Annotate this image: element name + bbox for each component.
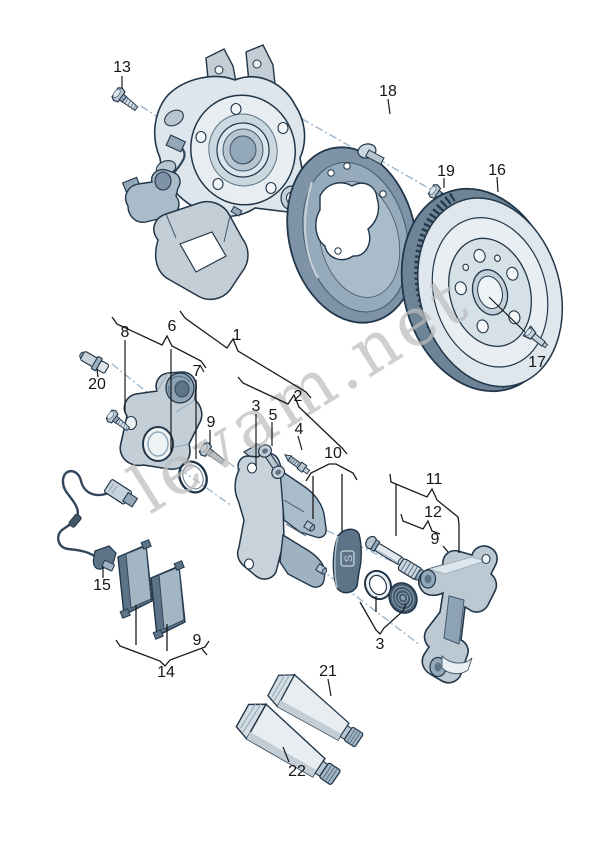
callout-10[interactable]: 10: [324, 445, 342, 462]
callout-18[interactable]: 18: [379, 83, 397, 100]
callout-19[interactable]: 19: [437, 163, 455, 180]
callout-11[interactable]: 11: [426, 471, 443, 488]
callout-2[interactable]: 2: [294, 388, 303, 405]
callout-21[interactable]: 21: [319, 663, 337, 680]
guide-pin-sleeve: [397, 558, 424, 581]
brake-disc: [400, 187, 564, 393]
seal-ring: [364, 569, 392, 601]
callout-13[interactable]: 13: [113, 59, 131, 76]
splash-shield: [286, 143, 418, 324]
plug-20: [79, 351, 110, 374]
disc-screw-17: [522, 325, 549, 349]
o-ring-seal: [178, 460, 208, 494]
callout-1[interactable]: 1: [233, 327, 242, 344]
callout-pointer-lines: [96, 76, 499, 763]
heat-shield-plate: S: [332, 528, 362, 594]
callout-12[interactable]: 12: [424, 504, 442, 521]
callout-7[interactable]: 7: [193, 363, 202, 380]
callout-6[interactable]: 6: [168, 318, 177, 335]
seal-cap: [388, 582, 418, 614]
callout-3a[interactable]: 3: [252, 398, 261, 415]
caliper-carrier: [418, 545, 498, 684]
heat-shield-stamp: S: [343, 555, 355, 562]
callout-15[interactable]: 15: [93, 577, 111, 594]
callout-14[interactable]: 14: [157, 664, 175, 681]
callout-9a[interactable]: 9: [207, 414, 216, 431]
epb-actuator-motor: [119, 371, 203, 470]
wheel-hub-knuckle: [121, 44, 307, 218]
caliper-assembled-view: [124, 134, 249, 301]
brake-pad-inner: [117, 539, 153, 619]
callout-3b[interactable]: 3: [376, 636, 385, 653]
brake-pad-outer: [150, 560, 186, 640]
connecting-link: [258, 444, 286, 480]
guide-pin: [365, 535, 404, 566]
callout-17[interactable]: 17: [528, 354, 546, 371]
hub-bolt-13: [109, 85, 142, 116]
callout-16[interactable]: 16: [488, 162, 506, 179]
callout-4[interactable]: 4: [295, 421, 304, 438]
callout-8[interactable]: 8: [121, 324, 130, 341]
callout-5[interactable]: 5: [269, 407, 278, 424]
callout-20[interactable]: 20: [88, 376, 106, 393]
callout-9b[interactable]: 9: [193, 632, 202, 649]
abs-speed-sensor: [56, 469, 139, 572]
caliper-housing: [234, 443, 328, 588]
group-braces: [111, 310, 460, 667]
callout-9c[interactable]: 9: [431, 531, 440, 548]
pointer-line-17: [488, 296, 526, 333]
bleeder-screw: [284, 454, 311, 475]
callout-22[interactable]: 22: [288, 763, 306, 780]
